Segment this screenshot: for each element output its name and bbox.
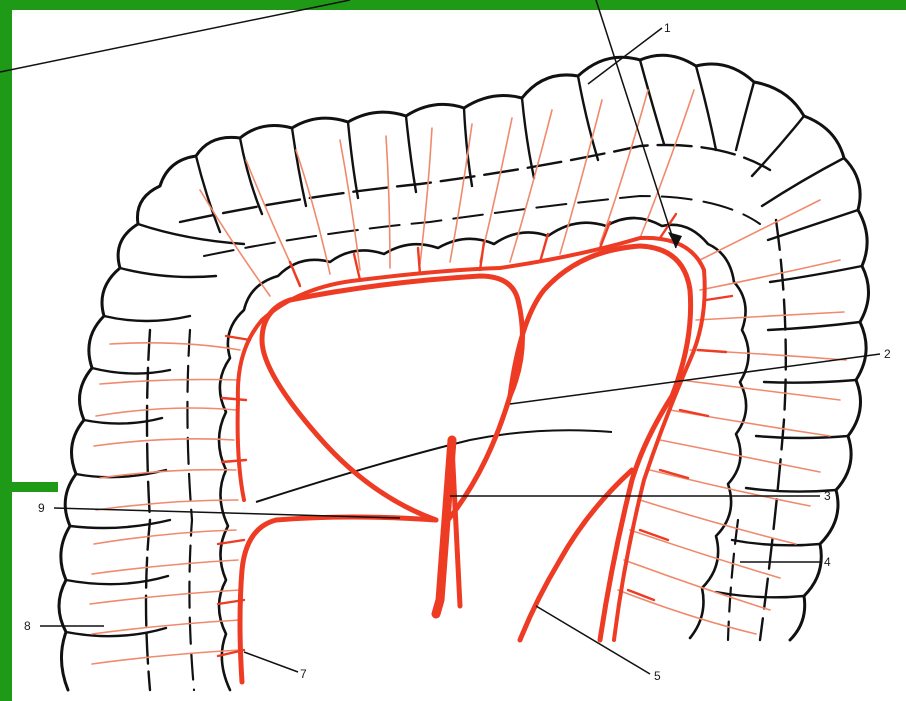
mesentery-line (256, 430, 612, 502)
label-8: 8 (24, 619, 31, 633)
label-7: 7 (300, 667, 307, 681)
label-9: 9 (38, 501, 45, 515)
label-2: 2 (884, 347, 891, 361)
label-4: 4 (824, 555, 831, 569)
colon-inner-wall (219, 218, 749, 690)
main-arteries (218, 214, 732, 682)
superior-mesenteric-artery (436, 440, 452, 614)
label-5: 5 (654, 669, 661, 683)
right-colic-artery (510, 246, 691, 640)
label-1: 1 (664, 21, 671, 35)
label-3: 3 (824, 489, 831, 503)
left-colic-artery (240, 517, 436, 682)
middle-colic-artery-left (262, 276, 523, 520)
marginal-artery-left (238, 320, 262, 500)
